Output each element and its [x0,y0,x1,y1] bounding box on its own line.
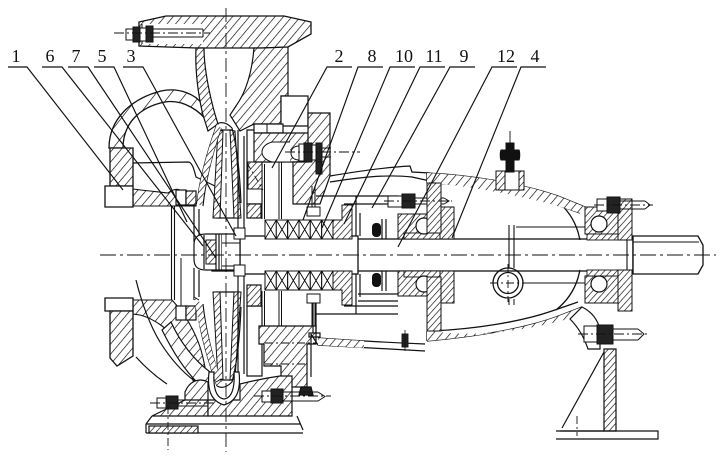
svg-text:4: 4 [531,46,540,66]
svg-text:8: 8 [368,46,377,66]
svg-text:3: 3 [127,46,136,66]
svg-text:5: 5 [98,46,107,66]
svg-text:7: 7 [72,46,81,66]
svg-text:10: 10 [395,46,413,66]
svg-text:6: 6 [46,46,55,66]
svg-text:11: 11 [425,46,442,66]
svg-text:9: 9 [460,46,469,66]
svg-text:2: 2 [335,46,344,66]
svg-text:1: 1 [12,46,21,66]
svg-text:12: 12 [497,46,515,66]
